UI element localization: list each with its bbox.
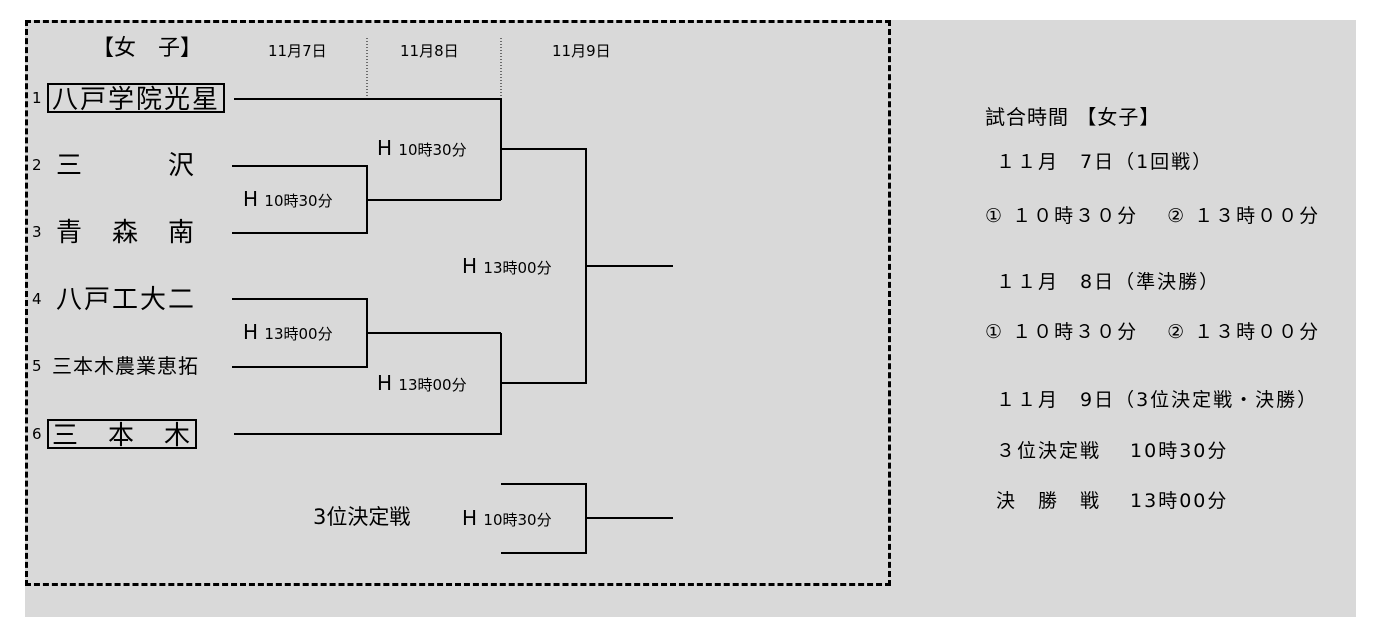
seed-3: 3: [32, 223, 42, 241]
third-place-label: 3位決定戦: [313, 505, 411, 529]
schedule-day2: １１月 8日（準決勝）: [996, 271, 1221, 293]
schedule-day2-times: ① １０時３０分 ② １３時００分: [985, 321, 1321, 343]
match-final-time: 13時00分: [483, 259, 552, 277]
seed-1: 1: [32, 89, 42, 107]
team-1: 八戸学院光星: [47, 83, 226, 115]
schedule-day3: １１月 9日（3位決定戦・決勝）: [996, 389, 1319, 411]
date-day3: 11月9日: [552, 42, 611, 60]
match-final-venue: H: [462, 254, 478, 278]
bracket-frame: [25, 20, 891, 586]
date-day1: 11月7日: [268, 42, 327, 60]
schedule-heading: 試合時間 【女子】: [985, 105, 1161, 129]
team-6: 三 本 木: [47, 419, 198, 451]
seed-2: 2: [32, 156, 42, 174]
date-day2: 11月8日: [400, 42, 459, 60]
match-sf2-time: 13時00分: [398, 376, 467, 394]
match-sf1-venue: H: [377, 136, 393, 160]
team-4: 八戸工大二: [56, 285, 197, 315]
schedule-third-place: ３位決定戦 10時30分: [996, 440, 1229, 462]
bracket-line-sf2: [234, 333, 502, 435]
match-third-venue: H: [462, 506, 478, 530]
match-r1a-venue: H: [243, 187, 259, 211]
seed-5: 5: [32, 357, 42, 375]
seed-4: 4: [32, 290, 42, 308]
team-5: 三本木農業恵拓: [52, 354, 199, 378]
seed-6: 6: [32, 425, 42, 443]
bracket-line-team1: [234, 98, 502, 200]
match-sf2: H 13時00分: [377, 373, 467, 393]
match-r1a: H 10時30分: [243, 189, 333, 209]
match-sf2-venue: H: [377, 371, 393, 395]
schedule-day1: １１月 7日（1回戦）: [996, 151, 1214, 173]
schedule-final: 決 勝 戦 13時00分: [996, 490, 1229, 512]
background-panel: [25, 20, 1356, 617]
schedule-day1-times: ① １０時３０分 ② １３時００分: [985, 205, 1321, 227]
match-sf1-time: 10時30分: [398, 141, 467, 159]
bracket-title: 【女 子】: [92, 36, 203, 61]
match-third: H 10時30分: [462, 508, 552, 528]
team-3: 青 森 南: [56, 218, 197, 248]
match-r1a-time: 10時30分: [264, 192, 333, 210]
match-sf1: H 10時30分: [377, 138, 467, 158]
match-r1b-venue: H: [243, 320, 259, 344]
match-r1b: H 13時00分: [243, 322, 333, 342]
team-2: 三 沢: [56, 151, 197, 181]
match-third-time: 10時30分: [483, 511, 552, 529]
match-final: H 13時00分: [462, 256, 552, 276]
match-r1b-time: 13時00分: [264, 325, 333, 343]
